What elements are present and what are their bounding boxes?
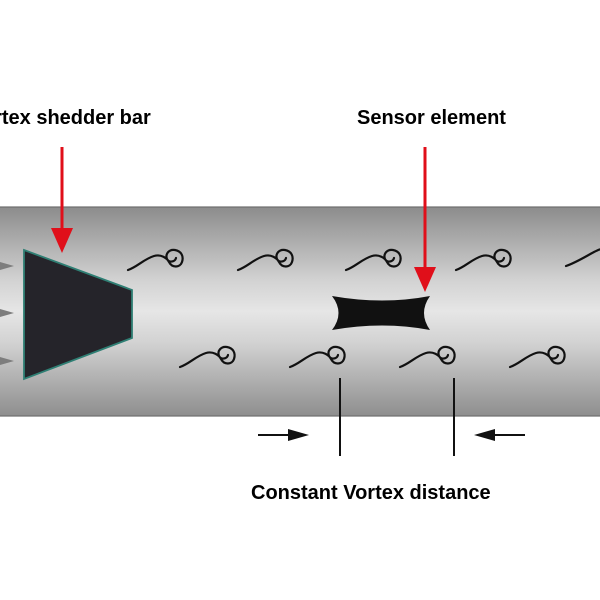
inflow-arrow	[0, 357, 14, 365]
shedder-bar-label: Vortex shedder bar	[0, 107, 151, 129]
inflow-arrows	[0, 262, 14, 365]
shedder-bar	[23, 248, 133, 381]
inflow-arrow	[0, 309, 14, 317]
vortex-distance-label: Constant Vortex distance	[251, 482, 491, 504]
vortex-icon-partial	[564, 248, 600, 268]
distance-arrow-left	[474, 429, 525, 441]
distance-arrow-right	[258, 429, 309, 441]
shedder-pointer-arrow	[51, 147, 73, 253]
sensor-element-label: Sensor element	[357, 107, 506, 129]
inflow-arrow	[0, 262, 14, 270]
sensor-pointer-arrow	[414, 147, 436, 292]
sensor-element	[332, 296, 430, 330]
